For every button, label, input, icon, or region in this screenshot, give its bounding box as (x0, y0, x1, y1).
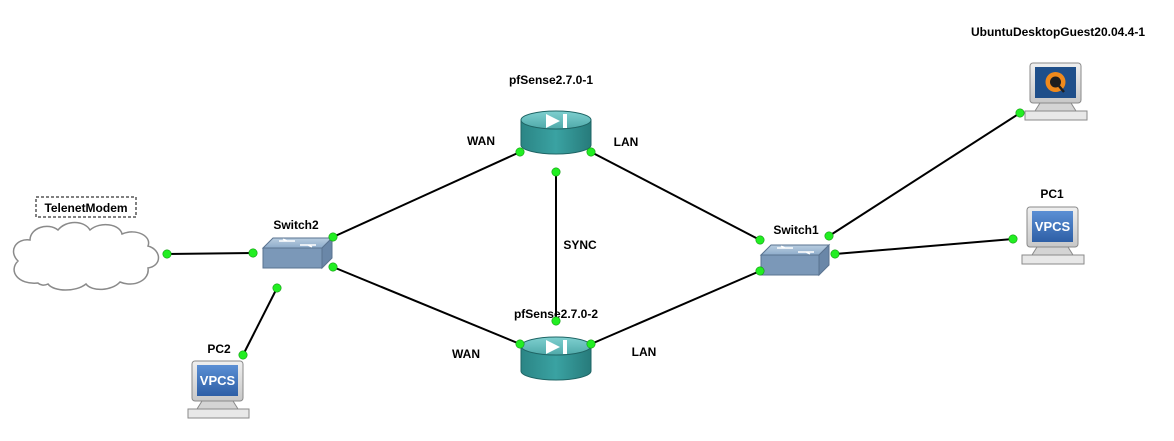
pc2-screen-text: VPCS (200, 373, 236, 388)
switch1-front (760, 254, 820, 276)
switch-icon (261, 237, 334, 249)
telenet-modem-label: TelenetModem (44, 201, 127, 215)
link-pfsense1-switch1-lan[interactable] (590, 151, 761, 241)
link-modem-switch2[interactable] (166, 252, 254, 255)
port-status-icon (830, 249, 840, 259)
switch1-node[interactable]: Switch1 (759, 223, 831, 277)
switch2-front (262, 247, 323, 269)
pfsense2-label: pfSense2.7.0-2 (514, 307, 598, 321)
pc1-screen (1032, 211, 1073, 242)
port-status-icon (515, 339, 525, 349)
pc2-stand (196, 400, 239, 410)
router-icon (520, 119, 592, 155)
pc1-label: PC1 (1040, 187, 1064, 201)
port-status-icon (1015, 108, 1025, 118)
switch1-side (818, 243, 830, 277)
switch1-arrows (777, 245, 814, 255)
pc1-keyboard (1021, 254, 1085, 265)
pc1-node[interactable]: VPCS PC1 (1021, 187, 1085, 265)
qemu-logo-tail (1058, 85, 1065, 93)
cloud-node-telenet-modem[interactable]: TelenetModem (12, 196, 160, 291)
switch1-label: Switch1 (773, 223, 819, 237)
ubuntu-stand (1034, 102, 1077, 112)
qemu-logo-inner (1050, 76, 1061, 88)
port-status-icon (755, 235, 765, 245)
pc1-screen-text: VPCS (1035, 219, 1071, 234)
port-status-icon (248, 248, 258, 258)
port-status-icon (238, 350, 248, 360)
switch-icon (759, 244, 831, 256)
pc2-keyboard (187, 408, 250, 419)
port-status-icon (162, 249, 172, 259)
pc2-screen (197, 365, 238, 396)
links (166, 112, 1021, 356)
pc2-node[interactable]: VPCS PC2 (187, 342, 250, 419)
pfsense1-label: pfSense2.7.0-1 (509, 73, 593, 87)
link-switch2-pc2[interactable] (242, 287, 278, 356)
port-status-icon (1008, 234, 1018, 244)
sync-label: SYNC (563, 238, 597, 252)
port-status-icon (586, 339, 596, 349)
switch2-label: Switch2 (273, 218, 319, 232)
pc2-label: PC2 (207, 342, 231, 356)
pfsense1-lan-label: LAN (614, 135, 639, 149)
port-status-icon (515, 147, 525, 157)
pfsense2-lan-label: LAN (632, 345, 657, 359)
pfsense2-node[interactable]: pfSense2.7.0-2 (514, 307, 598, 381)
modem-label-box (35, 196, 137, 218)
pfsense2-wan-label: WAN (452, 347, 480, 361)
port-status-icon (328, 262, 338, 272)
link-switch2-pfsense1-wan[interactable] (332, 151, 521, 238)
pfsense1-node[interactable]: pfSense2.7.0-1 (509, 73, 593, 155)
port-status-icon (551, 316, 561, 326)
link-pfsense2-switch1-lan[interactable] (590, 270, 761, 345)
port-status-icon (586, 147, 596, 157)
pc1-stand (1031, 246, 1074, 256)
pfsense1-glyph (546, 114, 567, 128)
link-switch1-pc1[interactable] (834, 238, 1014, 255)
ubuntu-label: UbuntuDesktopGuest20.04.4-1 (971, 25, 1145, 39)
ubuntu-desktop-node[interactable]: UbuntuDesktopGuest20.04.4-1 (971, 25, 1145, 121)
port-status-icon (824, 231, 834, 241)
switch2-arrows (279, 238, 316, 248)
port-status-icon (551, 167, 561, 177)
port-status-dots (162, 108, 1025, 360)
pfsense1-wan-label: WAN (467, 134, 495, 148)
link-switch2-pfsense2-wan[interactable] (332, 266, 521, 345)
switch2-node[interactable]: Switch2 (261, 218, 334, 270)
router-icon (520, 345, 592, 381)
pfsense2-glyph (546, 340, 567, 354)
link-switch1-ubuntu[interactable] (828, 112, 1021, 237)
port-status-icon (328, 232, 338, 242)
switch2-side (321, 236, 333, 270)
port-status-icon (272, 283, 282, 293)
cloud-icon (12, 221, 160, 291)
ubuntu-keyboard (1024, 110, 1088, 121)
port-status-icon (755, 266, 765, 276)
